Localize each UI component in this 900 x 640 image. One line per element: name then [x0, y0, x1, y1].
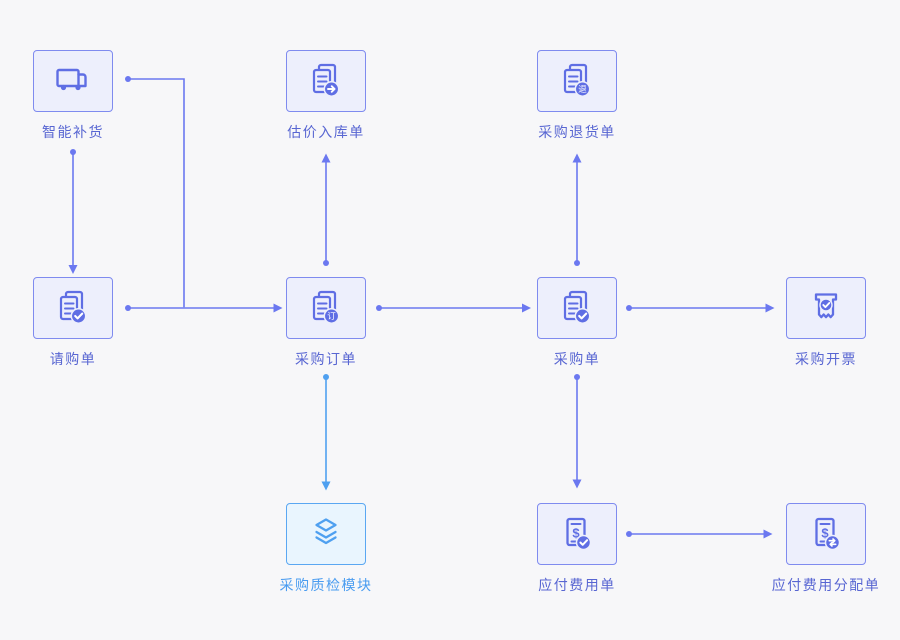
payable-expense-allocation-bill-label: 应付费用分配单: [771, 577, 881, 593]
purchase-order-box[interactable]: 订: [286, 277, 366, 339]
node-smart-replenishment: 智能补货: [13, 50, 133, 142]
receipt-dollar-transfer-icon: $: [815, 517, 841, 551]
truck-icon: [56, 68, 87, 91]
order-badge-text: 订: [327, 311, 336, 321]
purchase-order-label: 采购订单: [295, 351, 357, 367]
purchase-quality-inspection-label: 采购质检模块: [279, 577, 373, 593]
purchase-invoicing-box[interactable]: [786, 277, 866, 339]
purchase-return-order-box[interactable]: 退: [537, 50, 617, 112]
node-purchase-return-order: 退 采购退货单: [517, 50, 637, 142]
payable-expense-bill-label: 应付费用单: [538, 577, 616, 593]
purchase-bill-box[interactable]: [537, 277, 617, 339]
edge-start-dot: [574, 374, 580, 380]
node-valuation-inbound-order: 估价入库单: [266, 50, 386, 142]
purchase-invoicing-label: 采购开票: [795, 351, 857, 367]
receipt-dollar-check-icon: $: [566, 517, 592, 551]
node-purchase-order: 订 采购订单: [266, 277, 386, 369]
document-arrow-icon: [312, 63, 340, 97]
node-payable-expense-bill: $ 应付费用单: [517, 503, 637, 595]
dollar-glyph: $: [821, 526, 829, 541]
node-purchase-bill: 采购单: [517, 277, 637, 369]
smart-replenishment-box[interactable]: [33, 50, 113, 112]
edge-start-dot-blue: [323, 374, 329, 380]
valuation-inbound-order-box[interactable]: [286, 50, 366, 112]
purchase-quality-inspection-box[interactable]: [286, 503, 366, 565]
dollar-glyph: $: [572, 526, 580, 541]
node-purchase-quality-inspection: 采购质检模块: [266, 503, 386, 595]
edge-smart-replenishment-to-purchase-order: [128, 78, 185, 308]
node-purchase-invoicing: 采购开票: [766, 277, 886, 369]
smart-replenishment-label: 智能补货: [42, 124, 104, 140]
purchase-return-order-label: 采购退货单: [538, 124, 616, 140]
layers-icon: [315, 518, 337, 545]
edge-start-dot: [323, 260, 329, 266]
node-payable-expense-allocation-bill: $ 应付费用分配单: [766, 503, 886, 595]
edge-start-dot: [70, 149, 76, 155]
edge-start-dot: [574, 260, 580, 266]
document-order-icon: 订: [312, 290, 340, 324]
payable-expense-allocation-bill-box[interactable]: $: [786, 503, 866, 565]
document-check-icon: [563, 290, 591, 324]
valuation-inbound-order-label: 估价入库单: [287, 124, 365, 140]
document-check-icon: [59, 290, 87, 324]
ticket-check-icon: [814, 293, 838, 319]
document-return-icon: 退: [563, 63, 591, 97]
return-badge-text: 退: [578, 84, 587, 94]
purchase-requisition-box[interactable]: [33, 277, 113, 339]
node-purchase-requisition: 请购单: [13, 277, 133, 369]
purchase-requisition-label: 请购单: [49, 351, 97, 367]
purchase-bill-label: 采购单: [553, 351, 601, 367]
payable-expense-bill-box[interactable]: $: [537, 503, 617, 565]
